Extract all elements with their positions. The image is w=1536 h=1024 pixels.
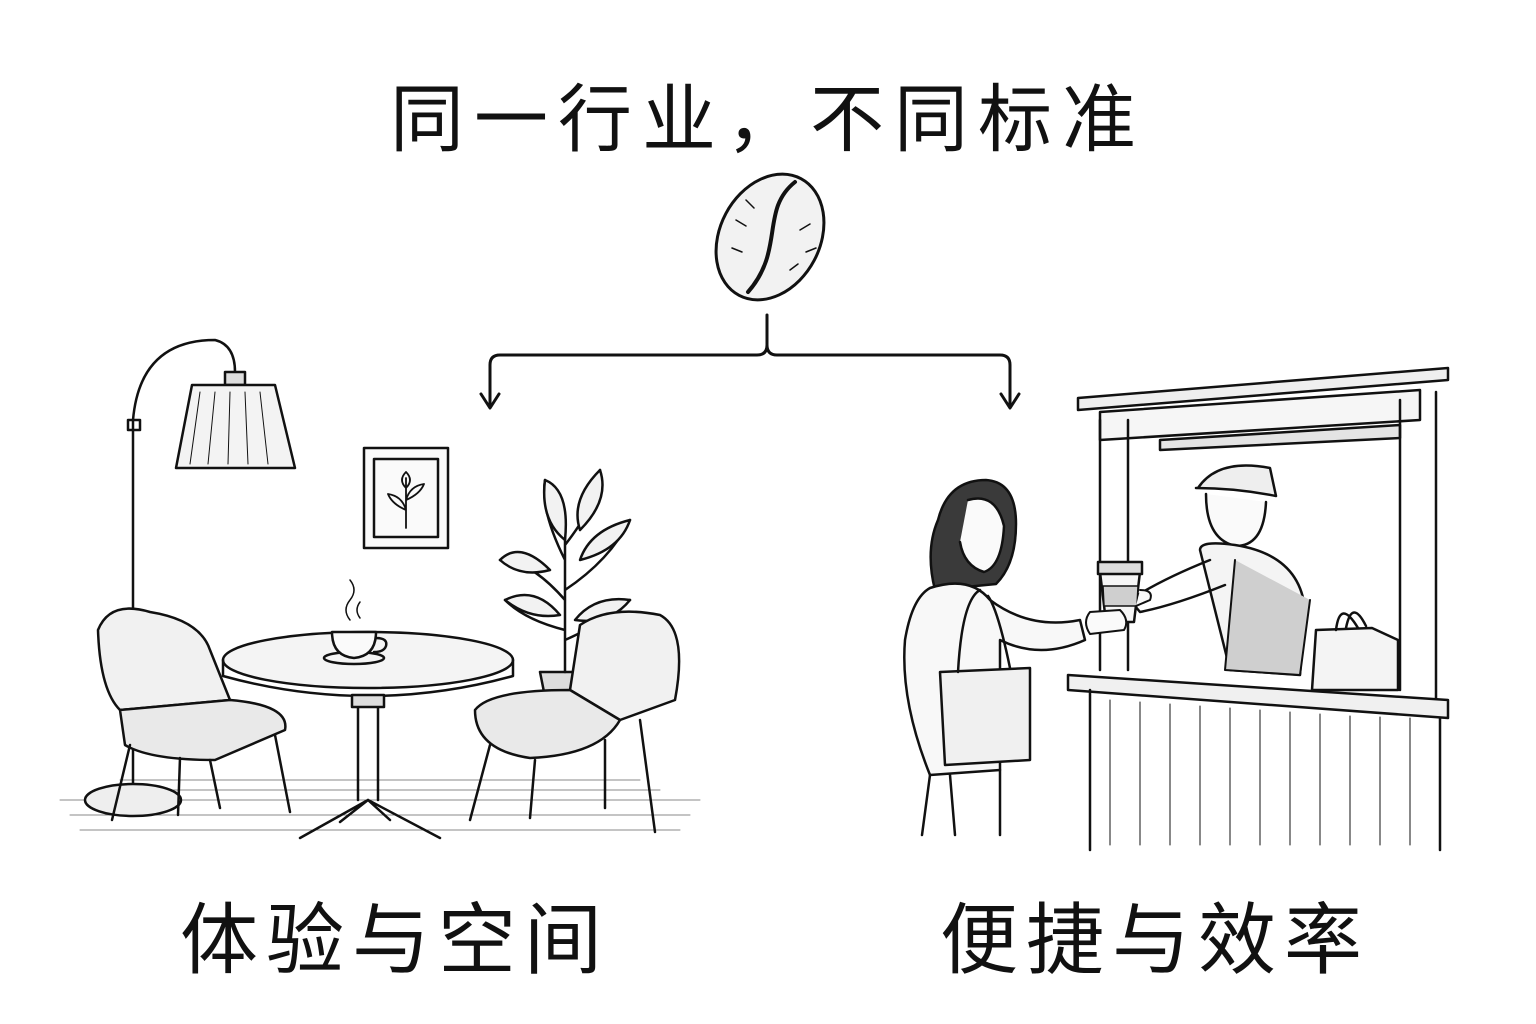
barista-figure-icon xyxy=(1128,464,1311,677)
round-table-icon xyxy=(221,630,515,840)
coffee-cup-icon xyxy=(322,579,388,666)
framed-plant-picture-icon xyxy=(362,446,450,550)
kiosk-canopy-icon xyxy=(1076,366,1450,702)
takeaway-kiosk-scene xyxy=(903,366,1450,852)
diagram-title: 同一行业，不同标准 xyxy=(390,77,1146,163)
kiosk-counter-icon xyxy=(1066,673,1450,852)
branch-caption-left: 体验与空间 xyxy=(180,896,611,986)
customer-figure-icon xyxy=(903,478,1087,837)
armchair-right-icon xyxy=(468,610,681,834)
arrow-right-head xyxy=(999,392,1021,410)
floor-hatching xyxy=(59,779,701,831)
floor-lamp-icon xyxy=(83,338,297,818)
armchair-left-icon xyxy=(96,607,292,822)
shopping-bag-icon xyxy=(1310,611,1400,692)
arrow-left-head xyxy=(479,392,501,410)
coffee-bean-icon xyxy=(714,172,826,302)
cafe-lounge-scene xyxy=(59,338,701,840)
takeaway-cup-icon xyxy=(1085,560,1152,635)
branch-connector xyxy=(479,313,1021,410)
branch-caption-right: 便捷与效率 xyxy=(940,896,1371,986)
